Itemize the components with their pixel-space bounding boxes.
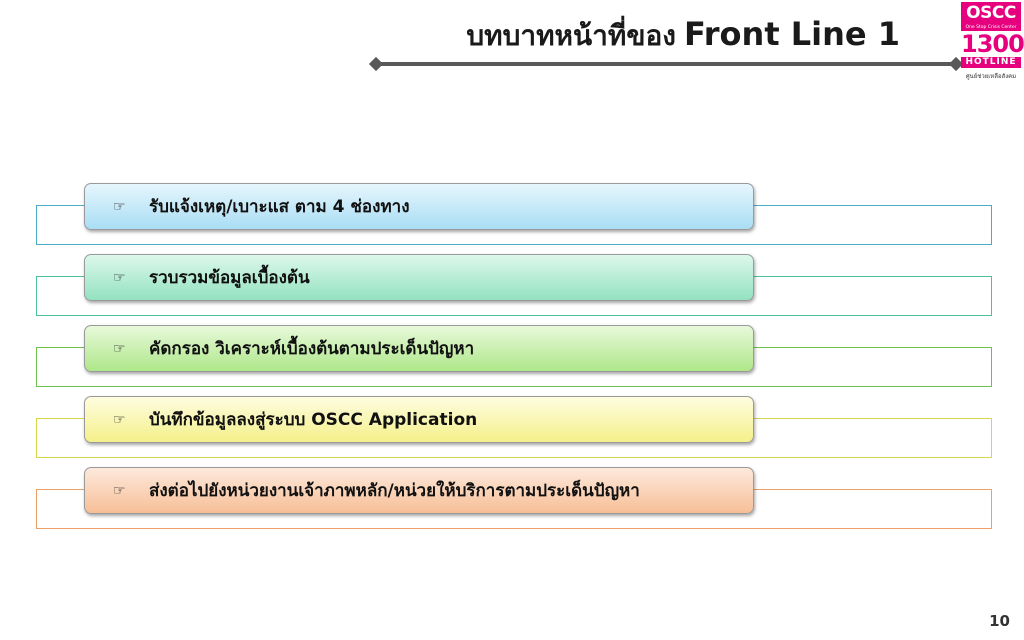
- title-thai: บทบาทหน้าที่ของ: [466, 19, 676, 52]
- pointing-hand-icon: ☞: [113, 411, 126, 428]
- duty-item-3: ☞ คัดกรอง วิเคราะห์เบื้องต้นตามประเด็นปั…: [0, 325, 1024, 395]
- page-number: 10: [989, 612, 1010, 630]
- duty-item-label: รวบรวมข้อมูลเบื้องต้น: [149, 268, 310, 288]
- title-english: Front Line 1: [683, 15, 900, 53]
- logo-number: 1300: [961, 30, 1024, 58]
- duty-item-box: ☞ บันทึกข้อมูลลงสู่ระบบ OSCC Application: [84, 396, 754, 443]
- logo-caption: ศูนย์ช่วยเหลือสังคม: [965, 73, 1017, 80]
- pointing-hand-icon: ☞: [113, 482, 126, 499]
- duty-item-box: ☞ คัดกรอง วิเคราะห์เบื้องต้นตามประเด็นปั…: [84, 325, 754, 372]
- title-underline: [376, 62, 956, 66]
- duty-item-box: ☞ ส่งต่อไปยังหน่วยงานเจ้าภาพหลัก/หน่วยให…: [84, 467, 754, 514]
- duty-item-1: ☞ รับแจ้งเหตุ/เบาะแส ตาม 4 ช่องทาง: [0, 183, 1024, 253]
- logo-subtitle: One Stop Crisis Center: [961, 24, 1021, 31]
- oscc-logo: OSCC One Stop Crisis Center 1300 HOTLINE…: [961, 2, 1024, 88]
- duty-item-5: ☞ ส่งต่อไปยังหน่วยงานเจ้าภาพหลัก/หน่วยให…: [0, 467, 1024, 537]
- logo-hotline: HOTLINE: [961, 57, 1021, 68]
- duty-item-label: รับแจ้งเหตุ/เบาะแส ตาม 4 ช่องทาง: [149, 197, 410, 217]
- pointing-hand-icon: ☞: [113, 269, 126, 286]
- duty-item-box: ☞ รวบรวมข้อมูลเบื้องต้น: [84, 254, 754, 301]
- duty-item-4: ☞ บันทึกข้อมูลลงสู่ระบบ OSCC Application: [0, 396, 1024, 466]
- pointing-hand-icon: ☞: [113, 198, 126, 215]
- duty-item-label: ส่งต่อไปยังหน่วยงานเจ้าภาพหลัก/หน่วยให้บ…: [149, 481, 640, 501]
- logo-oscc-text: OSCC: [961, 2, 1021, 24]
- duty-item-box: ☞ รับแจ้งเหตุ/เบาะแส ตาม 4 ช่องทาง: [84, 183, 754, 230]
- duty-item-label: คัดกรอง วิเคราะห์เบื้องต้นตามประเด็นปัญห…: [149, 339, 475, 359]
- pointing-hand-icon: ☞: [113, 340, 126, 357]
- duty-item-label: บันทึกข้อมูลลงสู่ระบบ OSCC Application: [149, 410, 478, 430]
- duty-item-2: ☞ รวบรวมข้อมูลเบื้องต้น: [0, 254, 1024, 324]
